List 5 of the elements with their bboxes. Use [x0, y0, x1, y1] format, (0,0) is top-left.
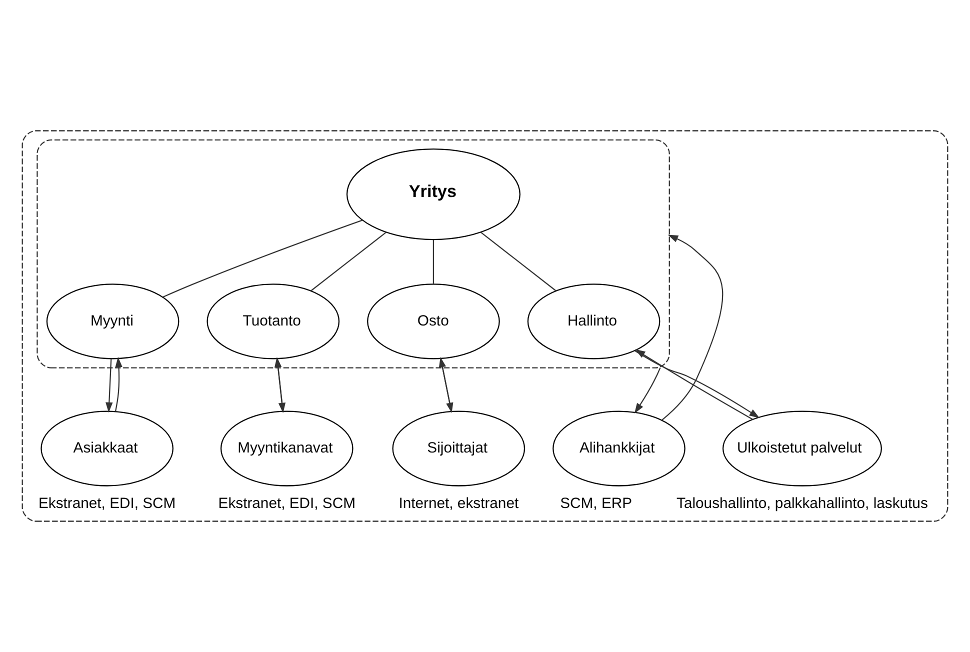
- node-label: Ekstranet, EDI, SCM: [218, 496, 356, 512]
- node-label: Internet, ekstranet: [398, 496, 519, 512]
- node-label: SCM, ERP: [560, 496, 632, 512]
- node-label: Ekstranet, EDI, SCM: [38, 496, 176, 512]
- node-label: Taloushallinto, palkkahallinto, laskutus: [676, 496, 928, 512]
